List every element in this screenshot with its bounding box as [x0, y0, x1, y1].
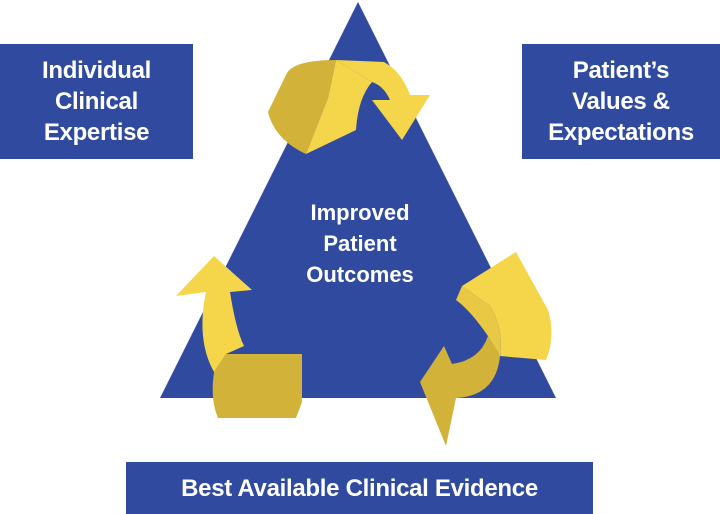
recycle-arrow-icon — [268, 60, 430, 154]
box-line: Values & — [572, 88, 670, 115]
recycle-arrow-icon — [420, 252, 552, 446]
best-available-evidence-box: Best Available Clinical Evidence — [126, 462, 593, 514]
box-line: Expectations — [548, 119, 694, 146]
center-label: Improved Patient Outcomes — [250, 197, 470, 290]
box-label: Best Available Clinical Evidence — [181, 474, 538, 502]
patient-values-box: Patient’s Values & Expectations — [522, 44, 720, 159]
individual-clinical-expertise-box: Individual Clinical Expertise — [0, 44, 193, 159]
box-line: Expertise — [43, 119, 150, 146]
box-line: Patient’s — [572, 57, 670, 84]
recycle-arrow-icon — [176, 256, 302, 418]
box-line: Clinical — [55, 88, 138, 115]
center-line: Outcomes — [306, 262, 414, 287]
center-line: Patient — [323, 231, 397, 256]
box-line: Individual — [41, 57, 151, 84]
center-line: Improved — [310, 200, 410, 225]
